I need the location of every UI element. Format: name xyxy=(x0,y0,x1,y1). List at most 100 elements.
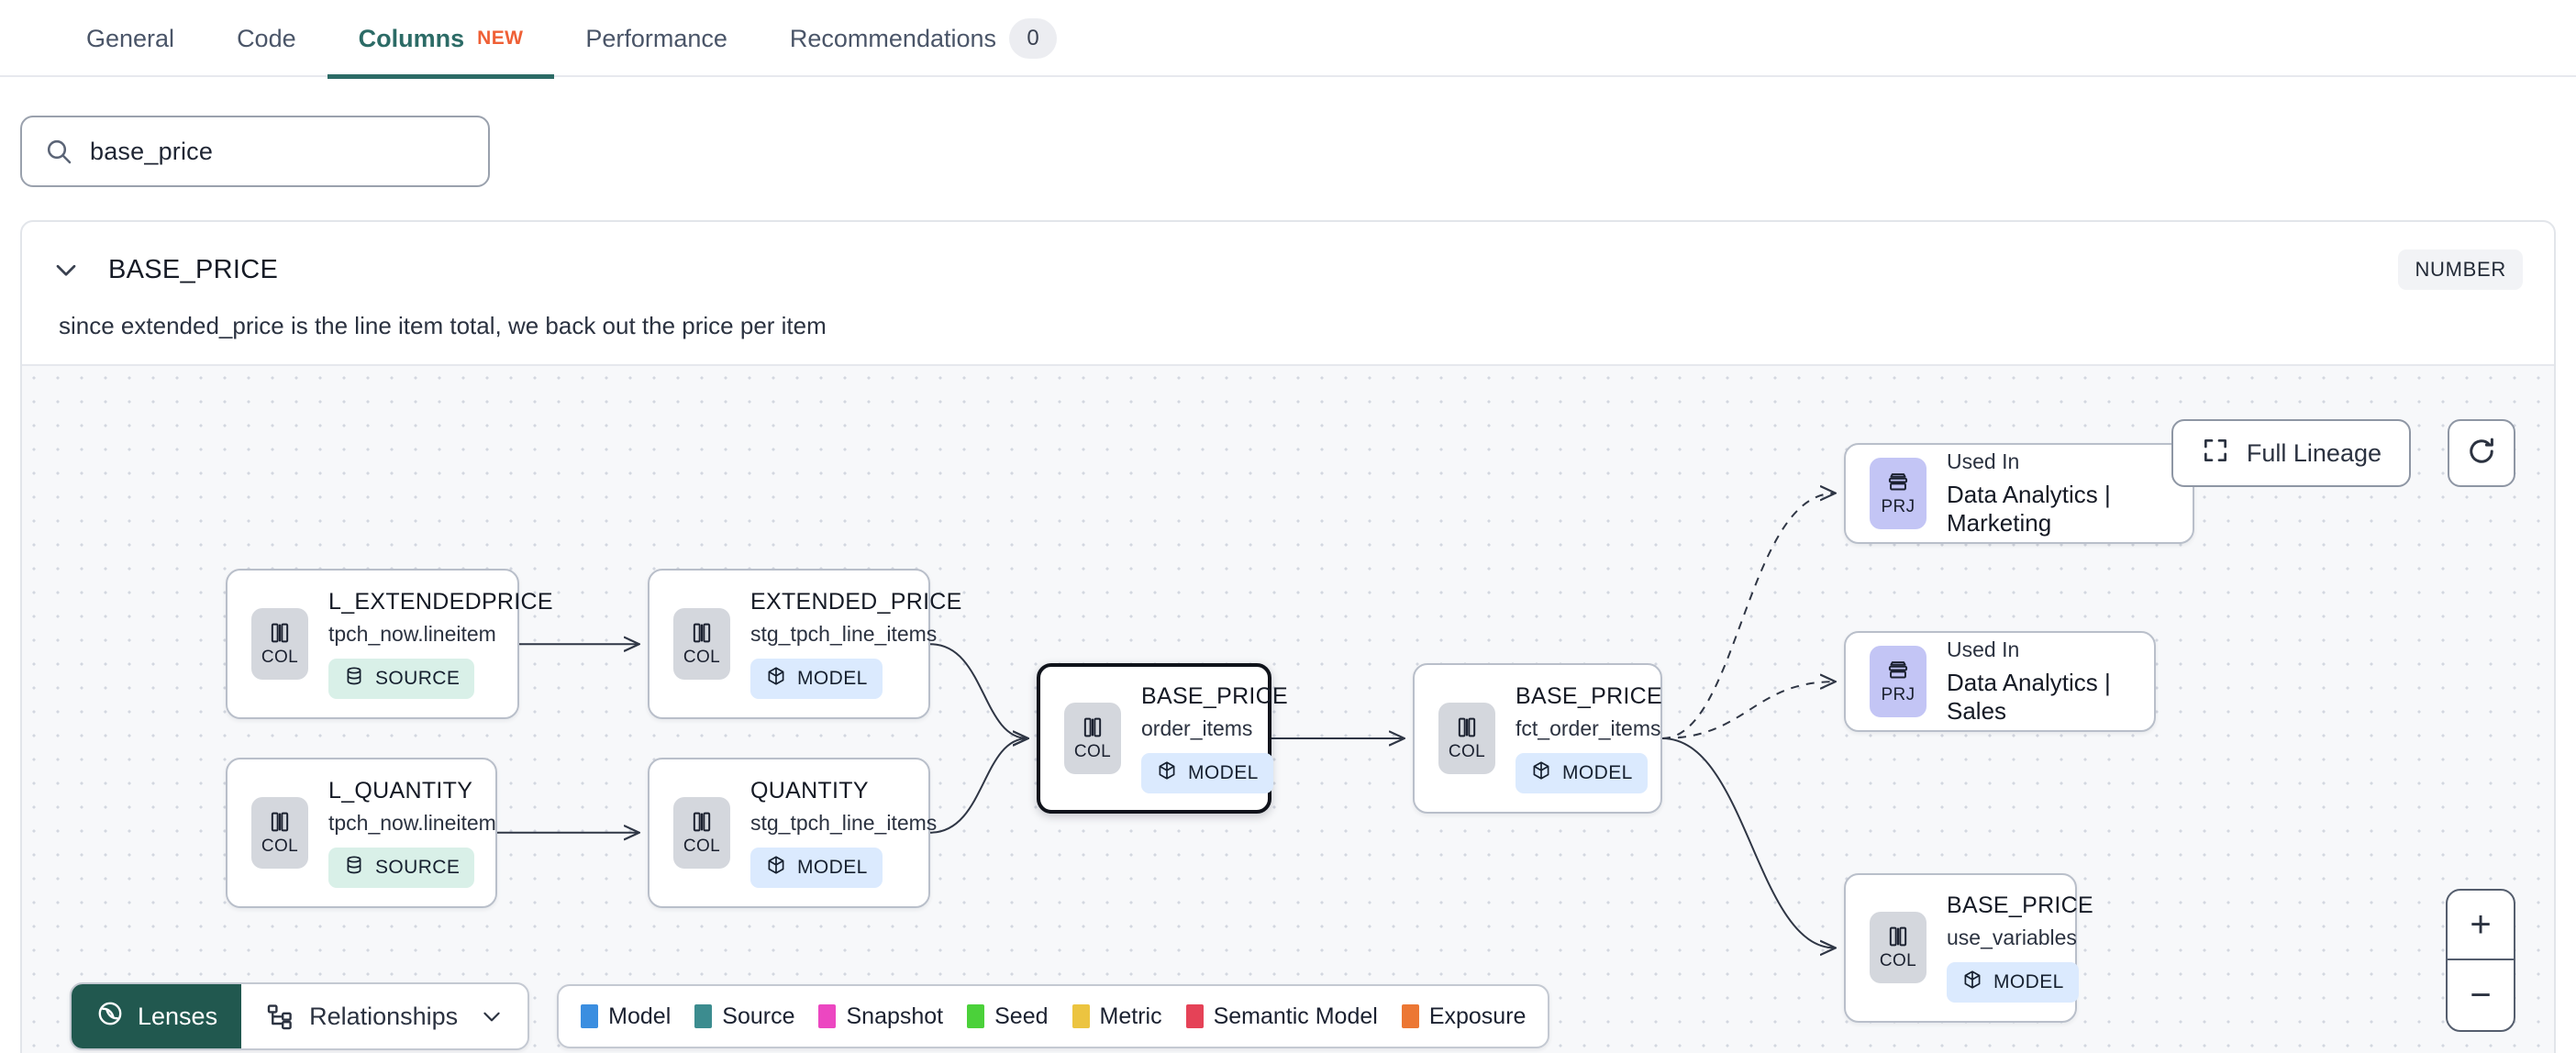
tab-general[interactable]: General xyxy=(55,0,205,77)
project-icon xyxy=(1885,658,1911,683)
column-header-row: BASE_PRICE NUMBER xyxy=(22,222,2554,290)
tab-label: Recommendations xyxy=(789,24,997,52)
lineage-node-kind-label: SOURCE xyxy=(375,668,461,690)
legend-label: Semantic Model xyxy=(1213,1003,1378,1029)
legend-swatch xyxy=(818,1004,837,1028)
legend-item-exposure[interactable]: Exposure xyxy=(1401,1003,1527,1030)
project-badge-label: PRJ xyxy=(1881,685,1915,705)
project-badge: PRJ xyxy=(1870,646,1926,718)
lineage-node-title: BASE_PRICE xyxy=(1516,682,1663,709)
database-icon xyxy=(343,665,365,693)
columns-icon xyxy=(1885,924,1911,949)
legend-label: Model xyxy=(608,1003,672,1029)
zoom-in-button[interactable]: + xyxy=(2448,891,2514,960)
tab-label: Code xyxy=(237,24,296,52)
columns-icon xyxy=(267,809,293,835)
full-lineage-button[interactable]: Full Lineage xyxy=(2171,419,2411,487)
refresh-icon xyxy=(2465,435,2498,472)
cube-icon xyxy=(1530,759,1552,787)
lineage-node-subtitle: stg_tpch_line_items xyxy=(750,622,938,647)
legend-item-model[interactable]: Model xyxy=(581,1003,671,1030)
lenses-label: Lenses xyxy=(138,1002,218,1030)
tab-label: Columns xyxy=(358,24,465,52)
column-badge: COL xyxy=(673,608,730,681)
lineage-edges xyxy=(497,366,2554,1053)
refresh-button[interactable] xyxy=(2448,419,2515,487)
cube-icon xyxy=(1156,759,1178,787)
full-lineage-label: Full Lineage xyxy=(2246,438,2382,467)
columns-icon xyxy=(689,809,715,835)
cube-icon xyxy=(765,854,787,881)
project-badge: PRJ xyxy=(1870,457,1926,529)
legend-item-semantic-model[interactable]: Semantic Model xyxy=(1185,1003,1378,1030)
columns-icon xyxy=(689,620,715,646)
columns-icon xyxy=(267,620,293,646)
lineage-node-kind-chip: MODEL xyxy=(750,847,883,888)
lineage-node-kind-chip: MODEL xyxy=(1947,962,2079,1003)
column-badge-label: COL xyxy=(1073,741,1112,761)
legend-item-source[interactable]: Source xyxy=(694,1003,794,1030)
lenses-group: Lenses Relationships xyxy=(70,982,530,1050)
columns-icon xyxy=(1454,715,1480,740)
lineage-node-subtitle: use_variables xyxy=(1947,926,2077,950)
lenses-button[interactable]: Lenses xyxy=(72,984,242,1048)
tab-code[interactable]: Code xyxy=(205,0,328,77)
legend-item-metric[interactable]: Metric xyxy=(1071,1003,1162,1030)
used-in-value: Data Analytics | Sales xyxy=(1947,669,2111,726)
cube-icon xyxy=(1961,969,1983,996)
lineage-node-title: BASE_PRICE xyxy=(1947,892,2094,919)
tab-count-badge: 0 xyxy=(1009,18,1058,59)
legend-swatch xyxy=(967,1004,985,1028)
column-badge: COL xyxy=(251,796,308,869)
project-node-body: Used In Data Analytics | Marketing xyxy=(1926,449,2169,538)
relationships-icon xyxy=(265,1002,294,1031)
legend-label: Metric xyxy=(1099,1003,1162,1029)
lineage-node-kind-label: SOURCE xyxy=(375,856,461,878)
zoom-out-button[interactable]: − xyxy=(2470,974,2492,1015)
search-container: base_price xyxy=(0,77,2576,187)
cube-icon xyxy=(765,665,787,693)
used-in-value: Data Analytics | Marketing xyxy=(1947,480,2111,537)
search-input[interactable]: base_price xyxy=(20,116,490,187)
column-badge: COL xyxy=(1438,702,1495,774)
legend-swatch xyxy=(1401,1004,1419,1028)
chevron-down-icon[interactable] xyxy=(50,253,83,286)
legend-item-seed[interactable]: Seed xyxy=(967,1003,1049,1030)
lineage-node-kind-chip: MODEL xyxy=(1516,752,1648,793)
lineage-project-node[interactable]: PRJ Used In Data Analytics | Sales xyxy=(1844,631,2156,732)
lineage-node-kind-chip: SOURCE xyxy=(328,847,475,888)
relationships-dropdown[interactable]: Relationships xyxy=(241,984,527,1048)
used-in-label: Used In xyxy=(1947,637,2020,662)
lineage-node-kind-label: MODEL xyxy=(1562,761,1633,783)
lineage-node-subtitle: stg_tpch_line_items xyxy=(750,810,938,835)
column-badge-label: COL xyxy=(1879,951,1917,971)
lenses-icon xyxy=(95,999,125,1035)
lineage-node-title: L_EXTENDEDPRICE xyxy=(328,589,553,615)
tab-recommendations[interactable]: Recommendations 0 xyxy=(759,0,1088,77)
lineage-project-node[interactable]: PRJ Used In Data Analytics | Marketing xyxy=(1844,442,2194,544)
tab-performance[interactable]: Performance xyxy=(554,0,759,77)
lineage-node-kind-label: MODEL xyxy=(797,856,868,878)
column-badge-label: COL xyxy=(1448,741,1486,761)
legend-swatch xyxy=(1071,1004,1090,1028)
used-in-label: Used In xyxy=(1947,449,2020,473)
lineage-toolbar: Lenses Relationships xyxy=(70,982,1550,1050)
chevron-down-icon xyxy=(480,1004,504,1028)
legend-item-snapshot[interactable]: Snapshot xyxy=(818,1003,943,1030)
zoom-controls: + − xyxy=(2446,889,2515,1032)
lineage-node-subtitle: order_items xyxy=(1141,715,1253,740)
legend-label: Exposure xyxy=(1428,1003,1527,1029)
